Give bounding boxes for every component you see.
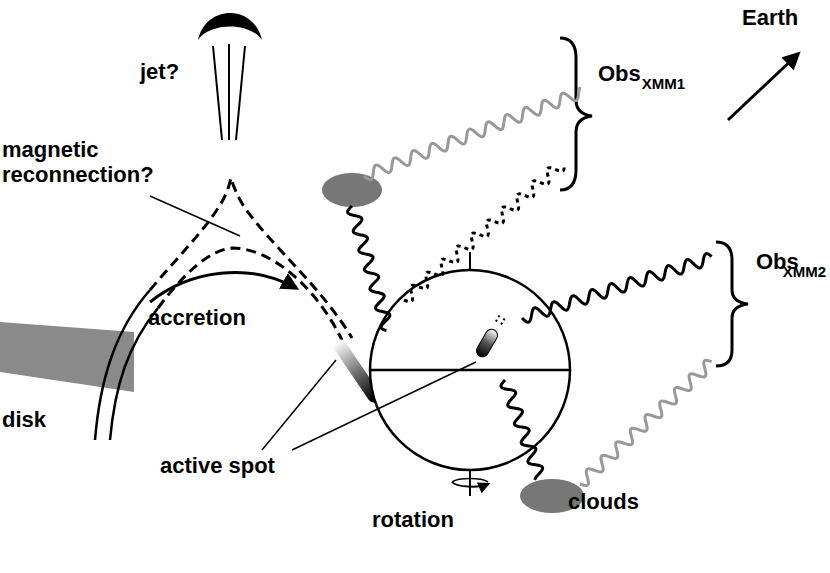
bracket — [560, 38, 592, 190]
observation-label: Obs — [598, 62, 641, 87]
equator — [370, 369, 570, 372]
clouds-label: clouds — [568, 490, 639, 515]
leader-line — [292, 362, 476, 450]
x-ray-wave — [522, 253, 712, 322]
leader-line — [262, 360, 336, 450]
star — [370, 270, 570, 470]
x-ray-wave — [580, 360, 712, 485]
rotation-axis — [469, 252, 471, 270]
disk-label: disk — [2, 408, 46, 433]
rotation-arrow — [452, 482, 488, 487]
x-ray-wave — [364, 87, 580, 180]
jet-label: jet? — [140, 60, 179, 85]
earth-label: Earth — [742, 6, 798, 31]
observation-subscript: XMM1 — [642, 76, 685, 93]
active-spot — [474, 313, 507, 359]
jet-lines — [213, 44, 245, 140]
earth-arrow — [728, 54, 798, 120]
jet-crescent — [198, 13, 262, 40]
x-ray-wave — [501, 380, 543, 480]
rotation-axis — [469, 470, 471, 496]
active-spot-label: active spot — [160, 454, 275, 479]
accretion-disk — [0, 322, 134, 392]
rotation-arrow — [452, 479, 488, 482]
rotation-label: rotation — [372, 508, 454, 533]
annotation-label: magnetic reconnection? — [2, 138, 192, 187]
leader-line — [150, 196, 240, 236]
observation-subscript: XMM2 — [783, 264, 826, 281]
bracket — [716, 242, 748, 366]
accretion-arrow — [150, 272, 296, 302]
x-ray-wave — [404, 166, 564, 302]
x-ray-wave — [348, 206, 390, 330]
accretion-label: accretion — [148, 306, 246, 331]
